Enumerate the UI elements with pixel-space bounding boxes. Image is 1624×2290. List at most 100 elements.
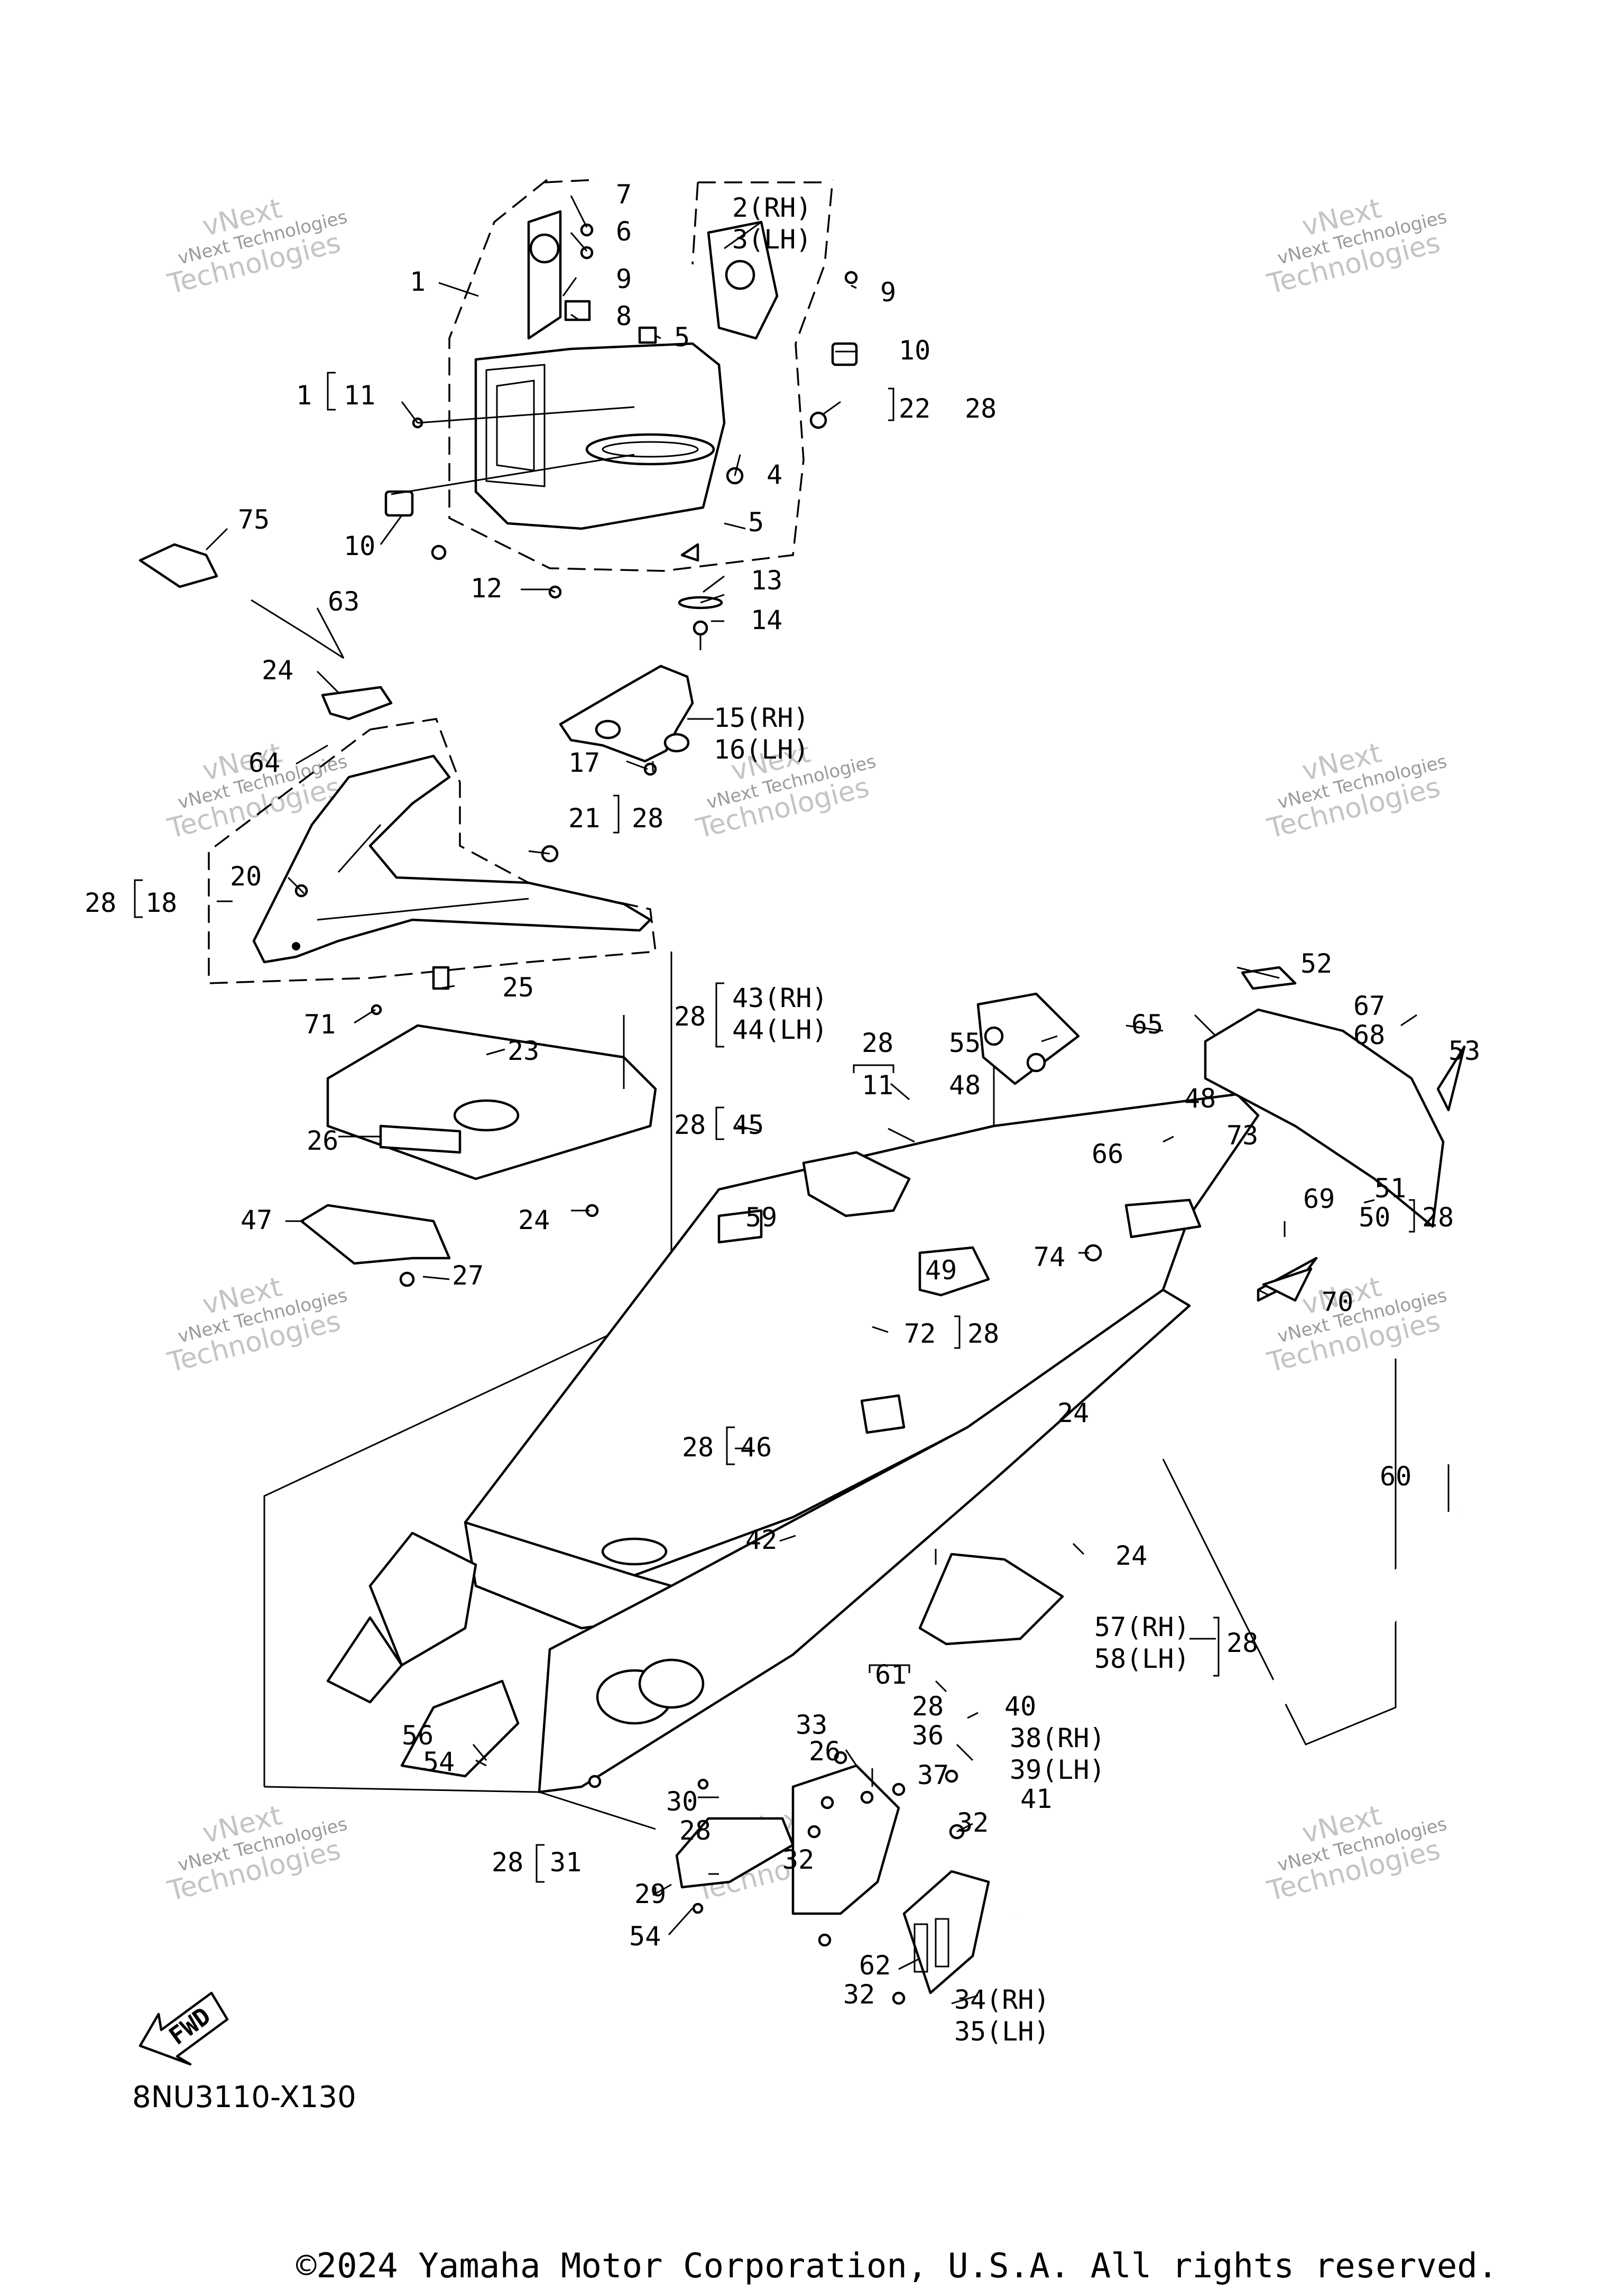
callout-73: 73 — [1226, 1120, 1258, 1151]
callout-32: 32 — [957, 1807, 989, 1838]
callout-52: 52 — [1300, 948, 1332, 979]
callout-27: 27 — [452, 1260, 484, 1291]
callout-22: 22 — [899, 393, 930, 424]
callout-56: 56 — [402, 1720, 433, 1751]
callout-68: 68 — [1353, 1020, 1385, 1050]
callout-30: 30 — [666, 1786, 698, 1817]
callout-brackets — [134, 372, 1415, 1883]
callout-28c: 28 — [85, 888, 116, 918]
callout-23: 23 — [508, 1036, 539, 1066]
callout-75: 75 — [238, 504, 270, 535]
callout-41: 41 — [1020, 1784, 1052, 1814]
callout-61: 61 — [875, 1659, 907, 1690]
callout-15-rh: 15(RH) — [714, 703, 809, 733]
leader-lines — [205, 195, 1450, 2005]
callout-28i: 28 — [682, 1432, 714, 1463]
callout-54b: 54 — [629, 1921, 661, 1952]
front-lower-frame — [252, 754, 652, 1015]
callout-69: 69 — [1303, 1184, 1335, 1214]
dashed-group-outlines — [208, 179, 834, 984]
callout-48b: 48 — [1184, 1083, 1216, 1114]
callout-8: 8 — [616, 301, 632, 331]
callout-18: 18 — [145, 888, 177, 918]
callout-50: 50 — [1359, 1202, 1390, 1233]
running-board-parts — [588, 1553, 1064, 2005]
callout-24: 24 — [262, 655, 293, 686]
callout-46: 46 — [740, 1432, 772, 1463]
callout-4: 4 — [767, 459, 782, 490]
callout-39-lh: 39(LH) — [1010, 1755, 1105, 1785]
callout-28d: 28 — [674, 1001, 706, 1032]
copyright-notice: ©2024 Yamaha Motor Corporation, U.S.A. A… — [296, 2247, 1498, 2286]
tunnel-center-parts — [717, 1151, 1313, 1434]
callout-10b: 10 — [344, 531, 375, 561]
callout-28f: 28 — [674, 1110, 706, 1140]
callout-28e: 28 — [862, 1028, 893, 1058]
callout-44-lh: 44(LH) — [732, 1014, 828, 1045]
callout-35-lh: 35(LH) — [954, 2016, 1050, 2047]
callout-28: 28 — [965, 393, 996, 424]
upper-frame-brackets — [559, 664, 694, 776]
callout-28h: 28 — [967, 1318, 999, 1349]
callout-11: 11 — [344, 380, 375, 411]
callout-26b: 26 — [809, 1736, 841, 1767]
callout-2-rh: 2(RH) — [732, 192, 812, 223]
callout-10: 10 — [899, 335, 930, 366]
callout-29: 29 — [634, 1879, 666, 1909]
callout-20: 20 — [230, 861, 262, 892]
callout-9: 9 — [616, 264, 632, 294]
callout-71: 71 — [304, 1009, 336, 1040]
callout-59: 59 — [745, 1202, 777, 1233]
callout-48: 48 — [949, 1070, 981, 1101]
front-frame-hardware — [384, 223, 858, 650]
callout-12: 12 — [470, 573, 502, 604]
callout-42: 42 — [745, 1525, 777, 1555]
callout-11b: 11 — [862, 1070, 893, 1101]
callout-66: 66 — [1092, 1139, 1123, 1169]
callout-5: 5 — [674, 322, 690, 353]
callout-14: 14 — [751, 605, 782, 635]
callout-58-lh: 58(LH) — [1094, 1643, 1190, 1674]
callout-32c: 32 — [843, 1979, 875, 2010]
callout-37: 37 — [917, 1760, 949, 1790]
callout-6: 6 — [616, 216, 632, 247]
callout-51: 51 — [1374, 1173, 1406, 1204]
callout-28j: 28 — [1226, 1628, 1258, 1658]
callout-53: 53 — [1448, 1036, 1480, 1066]
callout-67: 67 — [1353, 991, 1385, 1021]
upper-left-small-parts — [139, 543, 393, 721]
callout-1b: 1 — [296, 380, 312, 411]
callout-40: 40 — [1004, 1691, 1036, 1722]
callout-65: 65 — [1131, 1009, 1163, 1040]
callout-38-rh: 38(RH) — [1010, 1723, 1105, 1753]
callout-43-rh: 43(RH) — [732, 983, 828, 1013]
callout-54: 54 — [423, 1747, 455, 1777]
callout-21: 21 — [568, 803, 600, 834]
callout-24b: 24 — [518, 1205, 550, 1235]
callout-28m: 28 — [492, 1847, 523, 1878]
callout-3-lh: 3(LH) — [732, 224, 812, 255]
callout-70: 70 — [1322, 1287, 1353, 1317]
callout-55: 55 — [949, 1028, 981, 1058]
callout-31: 31 — [550, 1847, 582, 1878]
callout-28l: 28 — [679, 1815, 711, 1846]
callout-74: 74 — [1034, 1242, 1065, 1272]
diagram-code: 8NU3110-X130 — [132, 2080, 356, 2114]
callout-9b: 9 — [880, 277, 896, 308]
callout-47: 47 — [241, 1205, 272, 1235]
callout-45: 45 — [732, 1110, 764, 1140]
callout-72: 72 — [904, 1318, 936, 1349]
callout-60: 60 — [1380, 1461, 1411, 1492]
callout-28k: 28 — [912, 1691, 944, 1722]
callout-28g: 28 — [1422, 1202, 1454, 1233]
callout-24d: 24 — [1115, 1540, 1147, 1571]
skid-plates — [300, 1024, 657, 1287]
callout-17: 17 — [568, 747, 600, 778]
callout-24c: 24 — [1057, 1398, 1089, 1428]
